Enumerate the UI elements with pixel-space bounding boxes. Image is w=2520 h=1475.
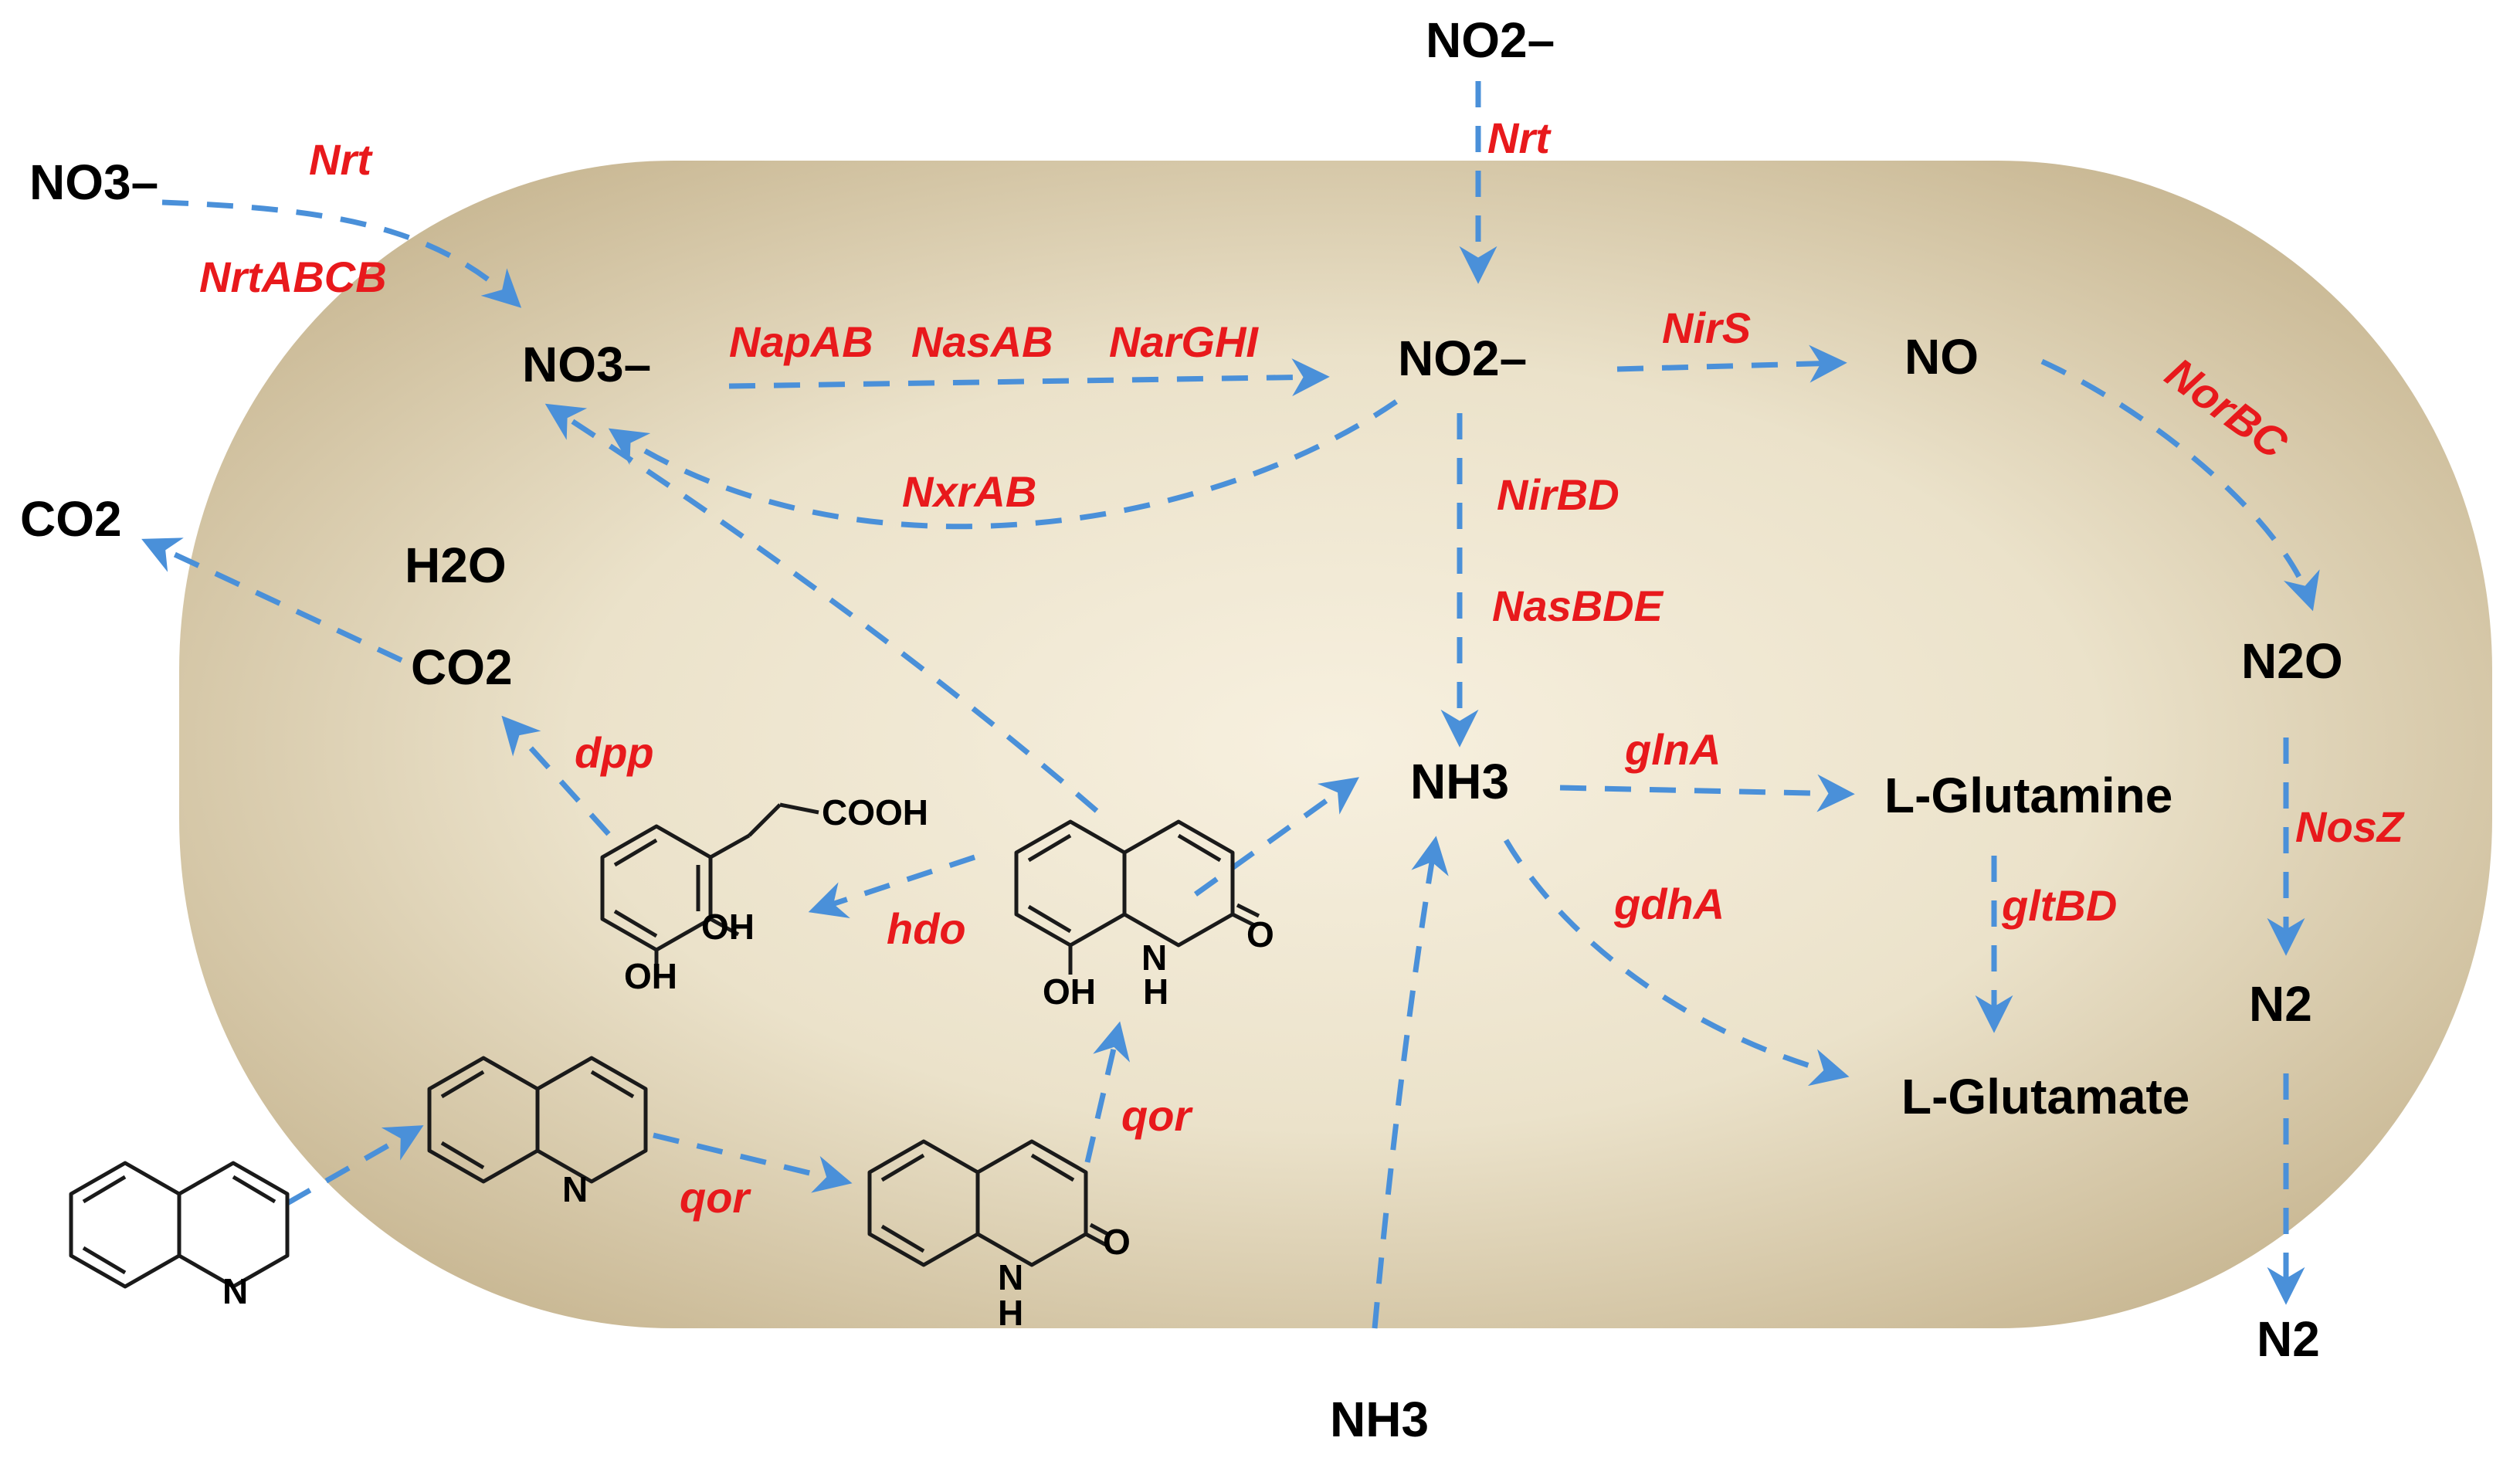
no3-internal-label: NO3– <box>522 337 651 392</box>
enzyme-nrt-top: Nrt <box>1487 114 1552 162</box>
h2o-label: H2O <box>405 537 507 593</box>
enzyme-nasbde: NasBDE <box>1492 582 1664 630</box>
enzyme-hdo: hdo <box>887 904 966 953</box>
arrow-co2-export <box>141 537 403 663</box>
hydroxyquinolinone-oh-group: OH <box>1043 971 1096 1012</box>
quinoline-internal-structure: N <box>427 1056 648 1209</box>
quinolinone-n-atom: N <box>998 1257 1023 1297</box>
acid-oh-group-1: OH <box>701 907 755 947</box>
hydroxyquinolinone-structure: N H O OH <box>1014 819 1274 1012</box>
nh3-external-label: NH3 <box>1330 1392 1429 1447</box>
co2-internal-label: CO2 <box>411 639 513 695</box>
quinolinone-structure: N H O <box>867 1139 1131 1333</box>
enzyme-glna: glnA <box>1624 725 1721 774</box>
enzyme-narghi: NarGHI <box>1109 317 1259 366</box>
n2-internal-label: N2 <box>2249 976 2312 1032</box>
dihydroxyphenylpropionic-acid-structure: COOH OH OH <box>600 792 928 996</box>
arrows <box>141 81 2320 1329</box>
arrow-quinoline-to-quinolinone <box>653 1132 853 1193</box>
nh3-internal-label: NH3 <box>1410 754 1509 809</box>
acid-oh-group-2: OH <box>624 956 677 996</box>
acid-cooh-group: COOH <box>822 792 928 832</box>
enzyme-nasab: NasAB <box>911 317 1053 366</box>
enzyme-gltbd: gltBD <box>2001 881 2117 930</box>
hydroxyquinolinone-n-atom: N <box>1141 938 1167 978</box>
enzyme-labels: Nrt NrtABCB Nrt NapAB NasAB NarGHI NirS … <box>199 114 2405 1222</box>
enzyme-nosz: NosZ <box>2295 802 2405 851</box>
arrow-no3-to-no2 <box>728 358 1330 397</box>
quinolinone-h-atom: H <box>998 1293 1023 1333</box>
co2-external-label: CO2 <box>20 491 122 547</box>
hydroxyquinolinone-h-atom: H <box>1143 971 1168 1012</box>
n2o-label: N2O <box>2241 633 2343 689</box>
arrow-nh3-to-glutamine <box>1559 774 1855 812</box>
hydroxyquinolinone-o-atom: O <box>1246 914 1274 955</box>
enzyme-nrtabcb: NrtABCB <box>199 253 387 301</box>
no-label: NO <box>1904 329 1979 385</box>
arrow-no-to-n2o <box>2040 358 2320 612</box>
no2-external-label: NO2– <box>1426 12 1555 68</box>
arrow-hq-to-acid <box>808 854 976 918</box>
l-glutamine-label: L-Glutamine <box>1884 768 2172 823</box>
enzyme-nxrab: NxrAB <box>902 467 1036 516</box>
arrow-hq-to-nh3 <box>1193 777 1359 897</box>
arrow-quinoline-transport <box>286 1125 424 1206</box>
arrow-quinolinone-to-hq <box>1084 1021 1131 1163</box>
quinoline-int-n-atom: N <box>562 1169 588 1209</box>
molecule-labels: NO3– NO2– NO3– NO2– NO N2O N2 N2 NH3 NH3… <box>20 12 2343 1447</box>
enzyme-qor-2: qor <box>1121 1091 1193 1140</box>
enzyme-napab: NapAB <box>729 317 873 366</box>
enzyme-nrt-left: Nrt <box>309 135 373 184</box>
enzyme-nirbd: NirBD <box>1497 470 1620 519</box>
arrow-no2-to-no <box>1616 344 1847 383</box>
l-glutamate-label: L-Glutamate <box>1901 1069 2189 1124</box>
quinolinone-o-atom: O <box>1103 1222 1131 1262</box>
enzyme-qor-1: qor <box>680 1173 751 1222</box>
arrow-hq-to-no3 <box>544 403 1099 813</box>
arrow-acid-to-co2 <box>501 715 611 836</box>
n2-external-label: N2 <box>2257 1311 2320 1367</box>
enzyme-nirs: NirS <box>1662 303 1751 352</box>
no2-internal-label: NO2– <box>1398 331 1527 386</box>
quinoline-external-structure: N <box>69 1161 290 1311</box>
arrow-no2-to-no3-nxrab <box>608 399 1398 530</box>
enzyme-gdha: gdhA <box>1613 880 1725 928</box>
no3-external-label: NO3– <box>29 154 158 210</box>
arrow-no3-uptake <box>161 199 522 308</box>
quinoline-ext-n-atom: N <box>222 1271 248 1311</box>
arrow-nh3-to-glutamate <box>1503 839 1850 1087</box>
enzyme-dpp: dpp <box>575 728 654 777</box>
bacterial-cell <box>179 161 2492 1328</box>
